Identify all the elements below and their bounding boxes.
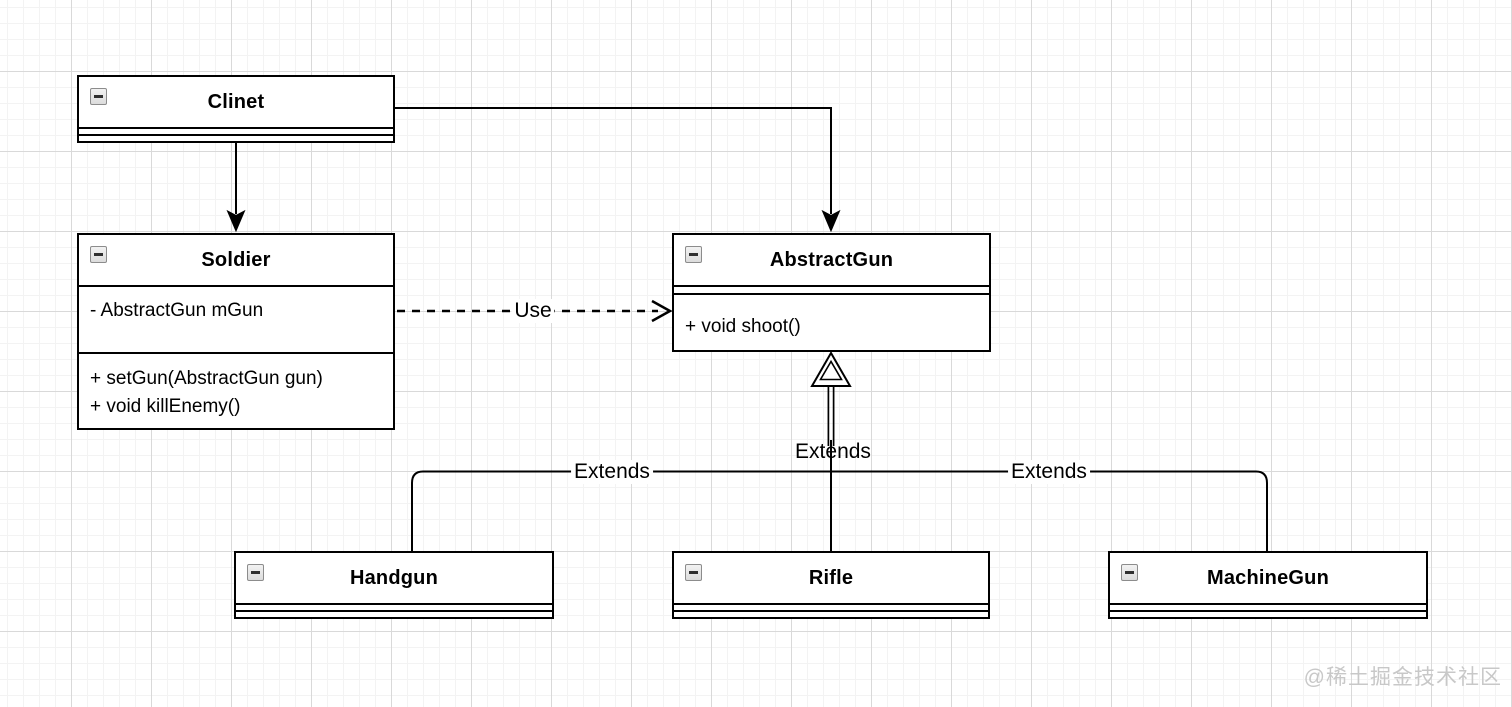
minus-glyph bbox=[94, 95, 103, 98]
minus-glyph bbox=[689, 253, 698, 256]
class-methods-section bbox=[79, 136, 393, 141]
class-title-row: AbstractGun bbox=[674, 235, 989, 287]
class-attributes-section: - AbstractGun mGun bbox=[79, 287, 393, 354]
class-title: Rifle bbox=[808, 566, 854, 589]
attribute-line: - AbstractGun mGun bbox=[90, 300, 264, 321]
class-box-rifle[interactable]: Rifle bbox=[672, 551, 990, 619]
minus-glyph bbox=[94, 253, 103, 256]
class-attributes-section bbox=[236, 605, 552, 612]
class-title: Clinet bbox=[207, 90, 265, 113]
method-line: + setGun(AbstractGun gun) bbox=[90, 368, 323, 389]
edge-label-extends-machinegun: Extends bbox=[1008, 460, 1090, 484]
class-title-row: Clinet bbox=[79, 77, 393, 129]
connector-clinet-soldier bbox=[226, 143, 246, 233]
connector-generalization-tree bbox=[411, 350, 1268, 551]
class-attributes-section bbox=[674, 605, 988, 612]
edge-label-extends-rifle: Extends bbox=[795, 440, 871, 463]
class-methods-section bbox=[1110, 612, 1426, 617]
collapse-icon[interactable] bbox=[90, 88, 107, 105]
class-box-clinet[interactable]: Clinet bbox=[77, 75, 395, 143]
class-box-machinegun[interactable]: MachineGun bbox=[1108, 551, 1428, 619]
class-title: AbstractGun bbox=[769, 248, 894, 271]
connector-clinet-abstractgun bbox=[395, 107, 841, 233]
class-title-row: Soldier bbox=[79, 235, 393, 287]
collapse-icon[interactable] bbox=[1121, 564, 1138, 581]
class-title-row: Handgun bbox=[236, 553, 552, 605]
edge-label-use: Use bbox=[511, 299, 555, 323]
collapse-icon[interactable] bbox=[247, 564, 264, 581]
collapse-icon[interactable] bbox=[90, 246, 107, 263]
class-attributes-section bbox=[79, 129, 393, 136]
class-methods-section bbox=[674, 612, 988, 617]
method-line: + void killEnemy() bbox=[90, 396, 241, 417]
collapse-icon[interactable] bbox=[685, 246, 702, 263]
class-methods-section: + void shoot() bbox=[674, 295, 989, 350]
class-attributes-section bbox=[1110, 605, 1426, 612]
class-box-soldier[interactable]: Soldier - AbstractGun mGun + setGun(Abst… bbox=[77, 233, 395, 430]
watermark-text: @稀土掘金技术社区 bbox=[1303, 666, 1502, 689]
class-box-handgun[interactable]: Handgun bbox=[234, 551, 554, 619]
class-attributes-section bbox=[674, 287, 989, 295]
class-title-row: Rifle bbox=[674, 553, 988, 605]
class-title-row: MachineGun bbox=[1110, 553, 1426, 605]
class-title: MachineGun bbox=[1206, 566, 1329, 589]
method-line: + void shoot() bbox=[685, 316, 801, 337]
class-title: Soldier bbox=[201, 248, 271, 271]
class-methods-section bbox=[236, 612, 552, 617]
class-box-abstractgun[interactable]: AbstractGun + void shoot() bbox=[672, 233, 991, 352]
minus-glyph bbox=[251, 571, 260, 574]
minus-glyph bbox=[1125, 571, 1134, 574]
minus-glyph bbox=[689, 571, 698, 574]
class-title: Handgun bbox=[349, 566, 439, 589]
connector-soldier-use-abstractgun bbox=[397, 299, 673, 323]
class-methods-section: + setGun(AbstractGun gun) + void killEne… bbox=[79, 354, 393, 428]
edge-label-extends-handgun: Extends bbox=[571, 460, 653, 484]
collapse-icon[interactable] bbox=[685, 564, 702, 581]
